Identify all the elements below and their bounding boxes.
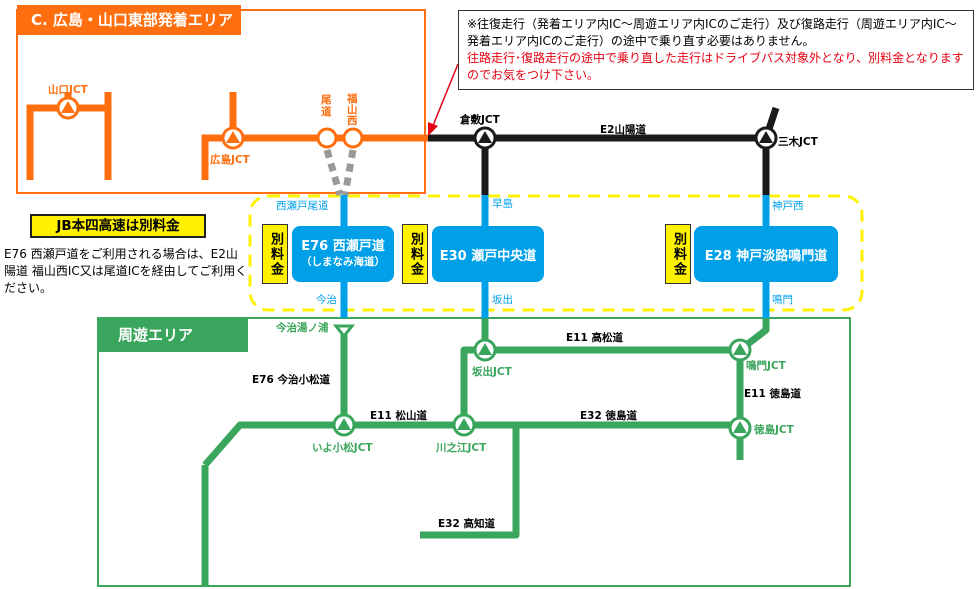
bridge-e30: E30 瀬戸中央道: [432, 226, 544, 282]
bridge-e28: E28 神戸淡路鳴門道: [694, 226, 838, 282]
label-sakaide-jct: 坂出JCT: [472, 366, 512, 378]
bridge-e30-name: E30 瀬戸中央道: [439, 248, 537, 264]
label-naruto-jct: 鳴門JCT: [746, 360, 786, 372]
notice-text: ※往復走行（発着エリア内IC～周遊エリア内ICのご走行）及び復路走行（周遊エリア…: [467, 17, 957, 48]
hiroshima-area-title: C. 広島・山口東部発着エリア: [17, 5, 241, 35]
label-e32-kochi: E32 高知道: [438, 518, 495, 530]
label-sakaide: 坂出: [492, 294, 513, 306]
bridge-e76-sub: （しまなみ海道）: [301, 256, 385, 268]
label-e32-tokushima: E32 徳島道: [580, 410, 637, 422]
label-hiroshima-jct: 広島JCT: [210, 154, 250, 166]
bridge-e28-name: E28 神戸淡路鳴門道: [704, 248, 828, 264]
fee-badge-e28: 別料金: [665, 224, 691, 284]
fee-badge-e76: 別料金: [262, 224, 288, 284]
label-kawanoe-jct: 川之江JCT: [436, 442, 487, 454]
label-onomichi: 尾道: [321, 94, 332, 118]
notice-box: ※往復走行（発着エリア内IC～周遊エリア内ICのご走行）及び復路走行（周遊エリア…: [458, 10, 974, 90]
bridge-e76-name: E76 西瀬戸道: [301, 239, 385, 254]
label-iyo-komatsu-jct: いよ小松JCT: [312, 442, 373, 454]
label-nishiseto-onomichi: 西瀬戸尾道: [276, 200, 329, 212]
label-e76-imabari-komatsu: E76 今治小松道: [252, 374, 330, 386]
label-imabari-yunoura: 今治湯ノ浦: [276, 322, 329, 334]
label-yamaguchi-jct: 山口JCT: [48, 84, 88, 96]
label-hayashima: 早島: [492, 198, 513, 210]
label-fukuyama-nishi: 福山西: [347, 93, 358, 127]
label-e11-tokushima: E11 徳島道: [744, 388, 801, 400]
label-tokushima-jct: 徳島JCT: [754, 424, 794, 436]
label-e11-takamatsu: E11 高松道: [566, 332, 623, 344]
label-kobe-nishi: 神戸西: [772, 200, 804, 212]
label-e11-matsuyama: E11 松山道: [370, 410, 427, 422]
label-e2: E2山陽道: [600, 124, 646, 136]
jct-markers: [56, 96, 778, 440]
notice-arrow: [431, 63, 459, 129]
label-naruto: 鳴門: [772, 294, 793, 306]
loop-area-title: 周遊エリア: [98, 318, 248, 352]
loop-area-frame: [97, 317, 851, 587]
jb-fee-description: E76 西瀬戸道をご利用される場合は、E2山陽道 福山西IC又は尾道ICを経由し…: [4, 247, 248, 295]
green-roads: [201, 318, 770, 586]
jb-fee-title: JB本四高速は別料金: [30, 214, 206, 238]
label-miki-jct: 三木JCT: [778, 136, 818, 148]
bridge-e76: E76 西瀬戸道 （しまなみ海道）: [292, 226, 394, 282]
notice-warning: 往路走行･復路走行の途中で乗り直した走行はドライブパス対象外となり、別料金となり…: [467, 51, 964, 82]
road-yamaguchi: [26, 104, 108, 180]
fee-badge-e30: 別料金: [402, 224, 428, 284]
label-kurashiki-jct: 倉敷JCT: [460, 114, 500, 126]
label-imabari: 今治: [316, 294, 337, 306]
bridge-zone-frame: [248, 194, 864, 312]
